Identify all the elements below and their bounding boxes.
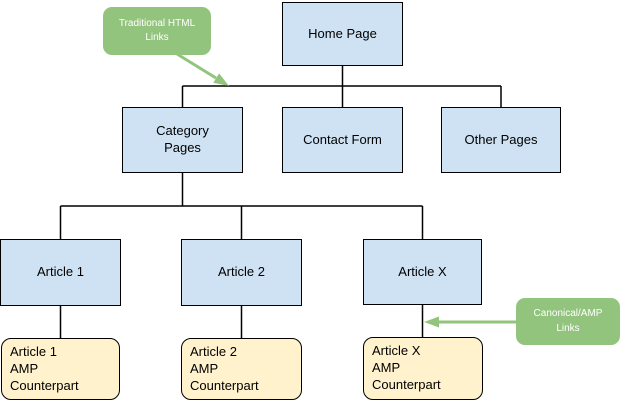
node-contact-form: Contact Form	[282, 107, 403, 173]
node-article-x: Article X	[363, 239, 482, 305]
node-label: Category Pages	[156, 123, 209, 155]
node-article-2: Article 2	[181, 239, 302, 306]
node-home-page: Home Page	[282, 2, 403, 66]
callout-label: Canonical/AMP Links	[533, 308, 603, 334]
callout-label: Traditional HTML Links	[118, 17, 196, 44]
node-label: Contact Form	[303, 131, 382, 147]
node-article-2-amp-counterpart: Article 2 AMP Counterpart	[181, 338, 302, 400]
node-label: Other Pages	[464, 131, 538, 147]
node-label: Article 1	[37, 264, 84, 280]
node-label: Article X	[398, 263, 447, 279]
traditional-links-arrow-shaft	[176, 52, 217, 80]
canonical-links-arrow	[424, 316, 516, 328]
traditional-links-arrow	[176, 52, 229, 86]
node-label: Home Page	[308, 25, 377, 41]
node-label: Article 1 AMP Counterpart	[10, 344, 79, 393]
node-label: Article 2 AMP Counterpart	[190, 344, 259, 393]
callout-canonical-amp-links: Canonical/AMP Links	[516, 298, 620, 345]
node-label: Article X AMP Counterpart	[372, 343, 441, 392]
callout-traditional-html-links: Traditional HTML Links	[103, 7, 211, 55]
node-label: Article 2	[218, 264, 265, 280]
node-article-1-amp-counterpart: Article 1 AMP Counterpart	[1, 338, 120, 400]
node-article-x-amp-counterpart: Article X AMP Counterpart	[363, 337, 483, 400]
node-category-pages: Category Pages	[122, 107, 243, 173]
node-other-pages: Other Pages	[441, 107, 561, 173]
canonical-links-arrowhead-icon	[424, 316, 439, 328]
node-article-1: Article 1	[0, 239, 121, 306]
traditional-links-arrowhead-icon	[213, 73, 229, 86]
